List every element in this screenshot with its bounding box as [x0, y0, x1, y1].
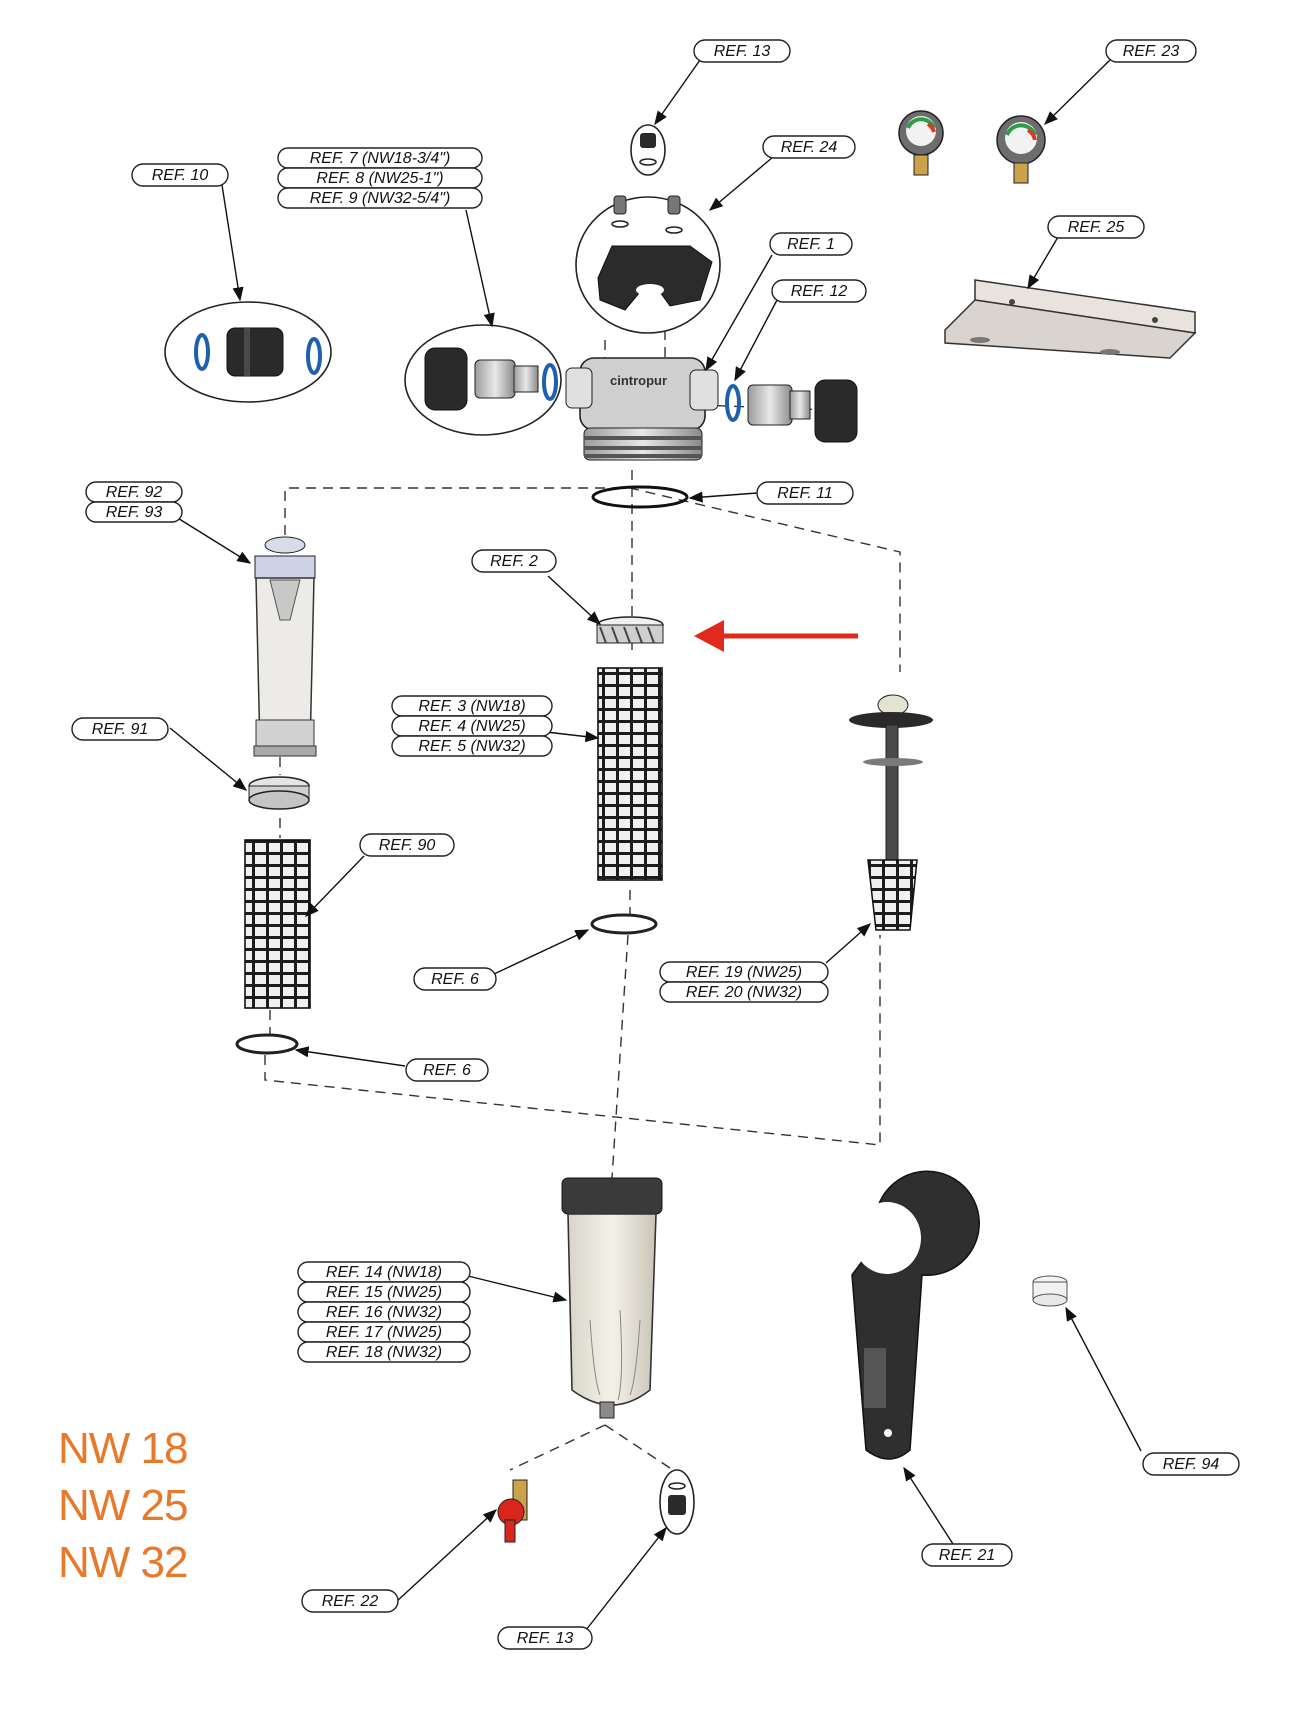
svg-text:REF. 24: REF. 24 [781, 139, 838, 156]
svg-text:REF. 7 (NW18-3/4"): REF. 7 (NW18-3/4") [310, 150, 451, 167]
label-ref4: REF. 4 (NW25) [391, 715, 553, 737]
svg-text:REF. 91: REF. 91 [92, 721, 149, 738]
turbine-ring-ref2 [596, 616, 664, 644]
union-sleeve-ref10 [164, 301, 332, 403]
label-ref23: REF. 23 [1105, 39, 1197, 63]
svg-text:REF. 18 (NW32): REF. 18 (NW32) [326, 1344, 442, 1361]
svg-text:REF. 20 (NW32): REF. 20 (NW32) [686, 984, 802, 1001]
svg-text:REF. 90: REF. 90 [379, 837, 436, 854]
size-nw32: NW 32 [58, 1538, 188, 1587]
filter-cage-ref90 [244, 839, 311, 1009]
seal-ring-ref6-mid [590, 913, 658, 935]
label-ref7: REF. 7 (NW18-3/4") [277, 147, 483, 169]
label-ref92: REF. 92 [85, 481, 183, 503]
svg-text:REF. 11: REF. 11 [777, 485, 832, 502]
label-ref9: REF. 9 (NW32-5/4") [277, 187, 483, 209]
outlet-fitting-ref12 [725, 379, 858, 443]
label-ref94: REF. 94 [1142, 1452, 1240, 1476]
label-ref90: REF. 90 [359, 833, 455, 857]
bowl-wrench-ref21 [851, 1170, 980, 1460]
rotary-cleaner-ref19-20 [849, 694, 933, 931]
svg-text:REF. 5 (NW32): REF. 5 (NW32) [418, 738, 525, 755]
head-brand-text: cintropur [610, 373, 667, 388]
label-ref16: REF. 16 (NW32) [297, 1301, 471, 1323]
svg-text:REF. 1: REF. 1 [787, 236, 835, 253]
label-ref2: REF. 2 [471, 549, 557, 573]
filter-head-ref1: cintropur [565, 357, 719, 461]
inlet-fitting-ref7-9 [404, 324, 562, 436]
svg-text:REF. 25: REF. 25 [1068, 219, 1125, 236]
label-ref24: REF. 24 [762, 135, 856, 159]
screw-ref13-top [630, 124, 666, 176]
seal-ring-ref6-left [235, 1033, 299, 1055]
svg-text:REF. 92: REF. 92 [106, 484, 163, 501]
label-ref6-mid: REF. 6 [413, 967, 497, 991]
svg-text:REF. 15 (NW25): REF. 15 (NW25) [326, 1284, 442, 1301]
label-ref15: REF. 15 (NW25) [297, 1281, 471, 1303]
label-ref8: REF. 8 (NW25-1") [277, 167, 483, 189]
pressure-gauge-right [996, 115, 1046, 184]
label-ref10: REF. 10 [131, 163, 229, 187]
label-ref6-left: REF. 6 [405, 1058, 489, 1082]
drain-valve-ref22 [497, 1479, 528, 1543]
label-ref25: REF. 25 [1047, 215, 1145, 239]
filter-screen-ref3-5 [597, 667, 663, 881]
label-ref22: REF. 22 [301, 1589, 399, 1613]
svg-text:REF. 13: REF. 13 [517, 1630, 574, 1647]
highlight-arrow [694, 620, 858, 652]
svg-text:REF. 3 (NW18): REF. 3 (NW18) [418, 698, 525, 715]
label-ref20: REF. 20 (NW32) [659, 981, 829, 1003]
adapter-ring-ref91 [248, 776, 310, 810]
svg-text:REF. 17 (NW25): REF. 17 (NW25) [326, 1324, 442, 1341]
svg-text:REF. 94: REF. 94 [1163, 1456, 1220, 1473]
cap-ref94 [1032, 1275, 1068, 1307]
label-ref91: REF. 91 [71, 717, 169, 741]
filter-bowl-ref14-18 [561, 1177, 663, 1419]
label-ref14: REF. 14 (NW18) [297, 1261, 471, 1283]
leader-lines [167, 59, 1142, 1631]
svg-text:REF. 21: REF. 21 [939, 1547, 996, 1564]
label-ref11: REF. 11 [756, 481, 854, 505]
label-ref5: REF. 5 (NW32) [391, 735, 553, 757]
svg-text:REF. 22: REF. 22 [322, 1593, 379, 1610]
svg-text:REF. 16 (NW32): REF. 16 (NW32) [326, 1304, 442, 1321]
svg-text:REF. 2: REF. 2 [490, 553, 538, 570]
label-ref93: REF. 93 [85, 501, 183, 523]
size-nw25: NW 25 [58, 1481, 188, 1530]
svg-text:REF. 93: REF. 93 [106, 504, 163, 521]
svg-text:REF. 23: REF. 23 [1123, 43, 1180, 60]
wall-bracket-ref25 [944, 279, 1197, 359]
svg-text:REF. 10: REF. 10 [152, 167, 209, 184]
label-ref1: REF. 1 [769, 232, 853, 256]
svg-text:REF. 6: REF. 6 [423, 1062, 471, 1079]
svg-text:REF. 12: REF. 12 [791, 283, 848, 300]
label-ref17: REF. 17 (NW25) [297, 1321, 471, 1343]
label-ref12: REF. 12 [771, 279, 867, 303]
svg-text:REF. 13: REF. 13 [714, 43, 771, 60]
label-ref13-top: REF. 13 [693, 39, 791, 63]
label-ref18: REF. 18 (NW32) [297, 1341, 471, 1363]
label-ref3: REF. 3 (NW18) [391, 695, 553, 717]
label-ref21: REF. 21 [921, 1543, 1013, 1567]
pressure-gauge-left [898, 110, 944, 176]
svg-text:REF. 19 (NW25): REF. 19 (NW25) [686, 964, 802, 981]
svg-text:REF. 9 (NW32-5/4"): REF. 9 (NW32-5/4") [310, 190, 451, 207]
svg-text:REF. 6: REF. 6 [431, 971, 479, 988]
mount-bracket-ref24 [575, 195, 721, 334]
head-oring-ref11 [591, 485, 689, 509]
label-ref19: REF. 19 (NW25) [659, 961, 829, 983]
label-ref13-bottom: REF. 13 [497, 1626, 593, 1650]
drain-plug-ref13-bottom [659, 1469, 695, 1535]
size-variants: NW 18 NW 25 NW 32 [58, 1420, 188, 1591]
ref-labels: REF. 13 REF. 23 REF. 24 REF. 10 REF. 7 (… [71, 39, 1240, 1650]
svg-text:REF. 4 (NW25): REF. 4 (NW25) [418, 718, 525, 735]
svg-text:REF. 14 (NW18): REF. 14 (NW18) [326, 1264, 442, 1281]
svg-text:REF. 8 (NW25-1"): REF. 8 (NW25-1") [316, 170, 443, 187]
size-nw18: NW 18 [58, 1424, 188, 1473]
transparent-cartridge-ref92 [253, 536, 317, 757]
